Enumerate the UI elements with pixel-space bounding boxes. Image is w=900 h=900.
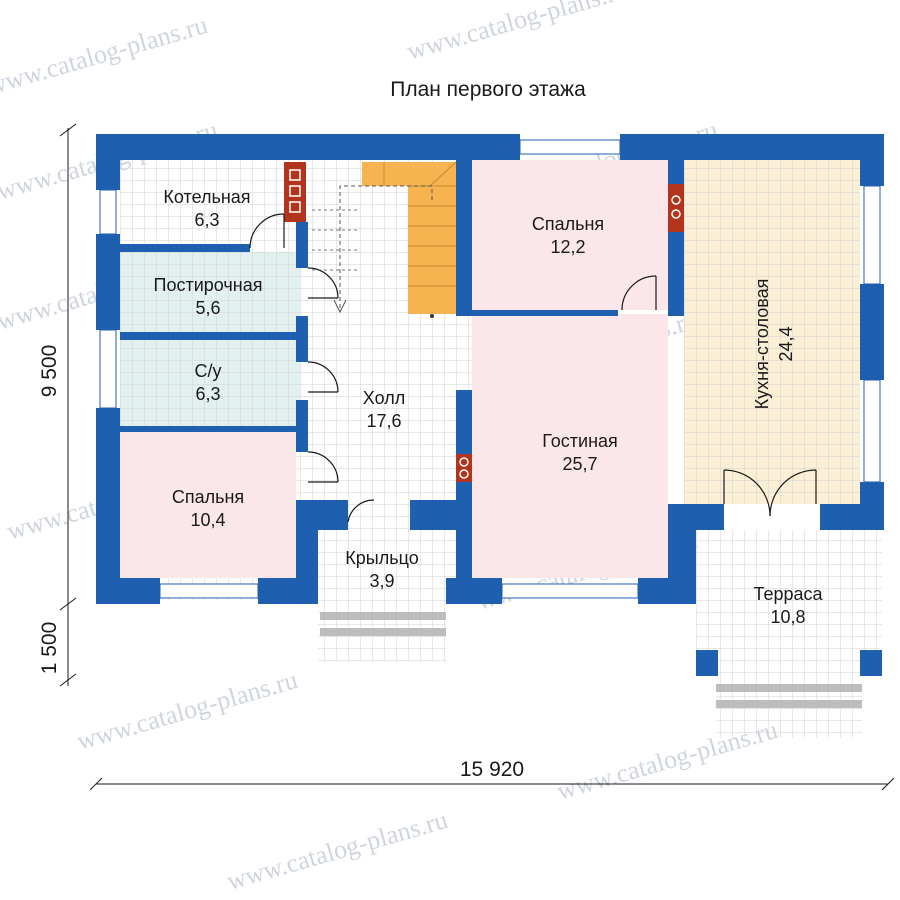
room-area-terrace: 10,8 [770,607,805,627]
room-area-laundry: 5,6 [195,298,220,318]
dimension-width: 15 920 [460,758,524,781]
room-name-laundry: Постирочная [154,275,263,295]
window [519,139,621,155]
porch-step [320,628,446,636]
labels: План первого этажа 15 920 9 500 1 500 Ко… [38,78,824,781]
dimension-height-porch: 1 500 [38,622,61,675]
window [863,185,881,285]
room-area-kitchen: 24,4 [776,326,796,361]
room-name-porch: Крыльцо [345,548,418,568]
bathroom-grid [120,340,300,428]
window [99,329,117,409]
windows [99,139,881,599]
walls [96,134,884,676]
room-area-porch: 3,9 [369,571,394,591]
staircase [312,161,457,318]
room-area-bedroom-left: 10,4 [190,510,225,530]
living-floor [472,314,668,578]
terrace-floor [696,530,882,676]
watermark: www.catalog-plans.ru [404,0,631,66]
porch-step [320,612,446,620]
room-name-terrace: Терраса [753,584,823,604]
room-name-kitchen: Кухня-столовая [752,279,772,410]
room-name-bathroom: С/у [195,361,222,381]
room-name-bedroom-top: Спальня [532,214,604,234]
terrace-step [716,700,862,708]
room-name-bedroom-left: Спальня [172,487,244,507]
room-area-bedroom-top: 12,2 [550,237,585,257]
steps [320,612,862,708]
watermark: www.catalog-plans.ru [224,805,451,896]
room-name-boiler: Котельная [163,187,250,207]
plan-title: План первого этажа [390,78,586,101]
window [99,189,117,235]
room-name-hall: Холл [363,388,405,408]
window [863,379,881,483]
laundry-grid [120,252,300,332]
porch-floor [318,530,446,604]
doors [249,213,817,523]
boiler-floor [120,160,298,246]
watermark: www.catalog-plans.ru [74,665,301,756]
bedroom-left-floor [120,432,296,578]
dimension-height-main: 9 500 [38,345,61,398]
window [501,583,639,599]
room-name-living: Гостиная [542,431,618,451]
room-area-bathroom: 6,3 [195,384,220,404]
watermark: www.catalog-plans.ru [0,10,211,101]
room-area-living: 25,7 [562,454,597,474]
chimney-bedroom [668,184,684,232]
room-area-hall: 17,6 [366,411,401,431]
window [159,583,259,599]
chimney-boiler [284,162,306,222]
bedroom-top-floor [472,160,668,310]
kitchen-grid [684,160,860,504]
terrace-step [716,684,862,692]
dimension-lines [59,123,895,791]
chimneys [284,162,684,482]
room-area-boiler: 6,3 [194,210,219,230]
